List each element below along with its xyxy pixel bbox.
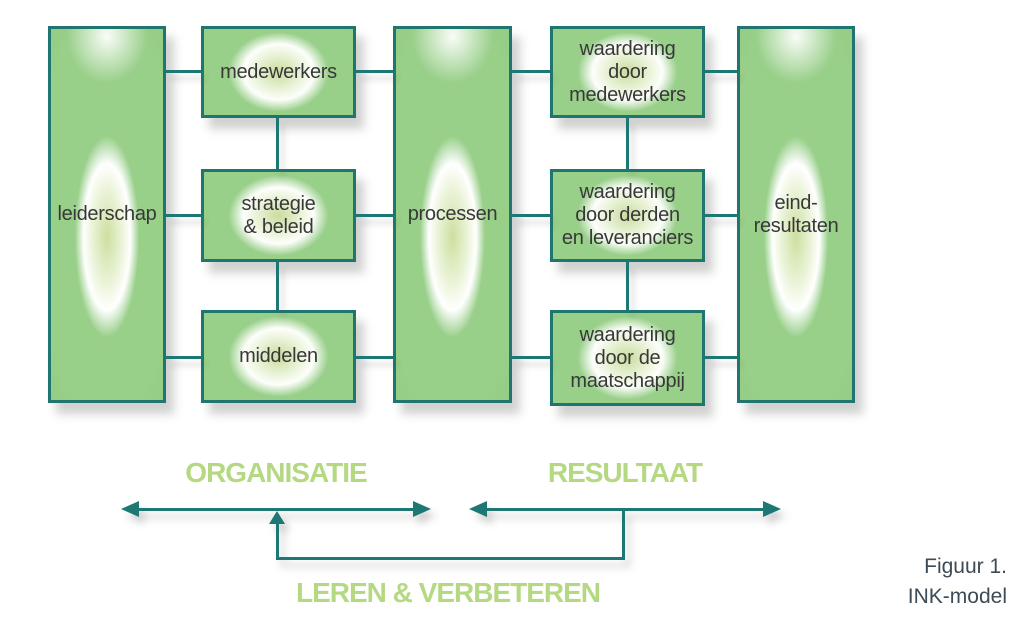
arrowhead-right-icon [763,501,781,517]
organisatie-arrow-shaft [137,508,415,511]
connector-wderden-wmaatschappij [626,262,629,310]
box-medewerkers: medewerkers [201,26,356,118]
resultaat-label: RESULTAAT [547,457,703,488]
connector-wderden-eind [705,214,737,217]
connector-leiderschap-medewerkers [166,70,201,73]
box-middelen-label: middelen [239,345,318,367]
box-waardering-medewerkers: waardering door medewerkers [550,26,705,118]
organisatie-arrow [121,501,431,517]
organisatie-label: ORGANISATIE [185,457,367,488]
connector-leiderschap-middelen [166,356,201,359]
box-waardering-medewerkers-label: waardering door medewerkers [569,37,686,106]
feedback-line-horizontal [276,557,625,560]
connector-leiderschap-strategie [166,214,201,217]
connector-processen-wmedewerkers [512,70,550,73]
figure-caption-line2: INK-model [907,585,1007,608]
arrowhead-left-icon [469,501,487,517]
connector-wmedewerkers-eind [705,70,737,73]
connector-processen-wmaatschappij [512,356,550,359]
connector-processen-wderden [512,214,550,217]
resultaat-arrow [469,501,781,517]
connector-middelen-processen [356,356,393,359]
figure-caption-line1: Figuur 1. [924,555,1007,578]
box-waardering-derden-label: waardering door derden en leveranciers [561,181,694,249]
connector-wmedewerkers-wderden [626,118,629,169]
box-processen-label: processen [407,203,498,225]
feedback-line-vertical-left [276,523,279,560]
box-processen: processen [393,26,512,403]
leren-verbeteren-feedback-arrow [269,510,627,561]
box-waardering-derden: waardering door derden en leveranciers [550,169,705,262]
arrowhead-right-icon [413,501,431,517]
box-leiderschap-label: leiderschap [57,203,157,225]
arrowhead-up-icon [269,511,285,524]
box-medewerkers-label: medewerkers [220,60,337,83]
connector-medewerkers-processen [356,70,393,73]
box-waardering-maatschappij: waardering door de maatschappij [550,310,705,406]
connector-strategie-processen [356,214,393,217]
box-waardering-maatschappij-label: waardering door de maatschappij [570,323,685,392]
box-eind-resultaten: eind- resultaten [737,26,855,403]
box-middelen: middelen [201,310,356,403]
figure-caption: Figuur 1. INK-model [908,552,1007,612]
resultaat-arrow-shaft [485,508,765,511]
box-eind-resultaten-label: eind- resultaten [753,191,839,237]
feedback-line-vertical-right [622,510,625,560]
arrowhead-left-icon [121,501,139,517]
box-strategie-beleid-label: strategie & beleid [241,192,316,238]
connector-wmaatschappij-eind [705,356,737,359]
box-leiderschap: leiderschap [48,26,166,403]
box-strategie-beleid: strategie & beleid [201,169,356,262]
connector-strategie-middelen [276,262,279,310]
connector-medewerkers-strategie [276,118,279,169]
leren-verbeteren-label: LEREN & VERBETEREN [295,577,601,608]
